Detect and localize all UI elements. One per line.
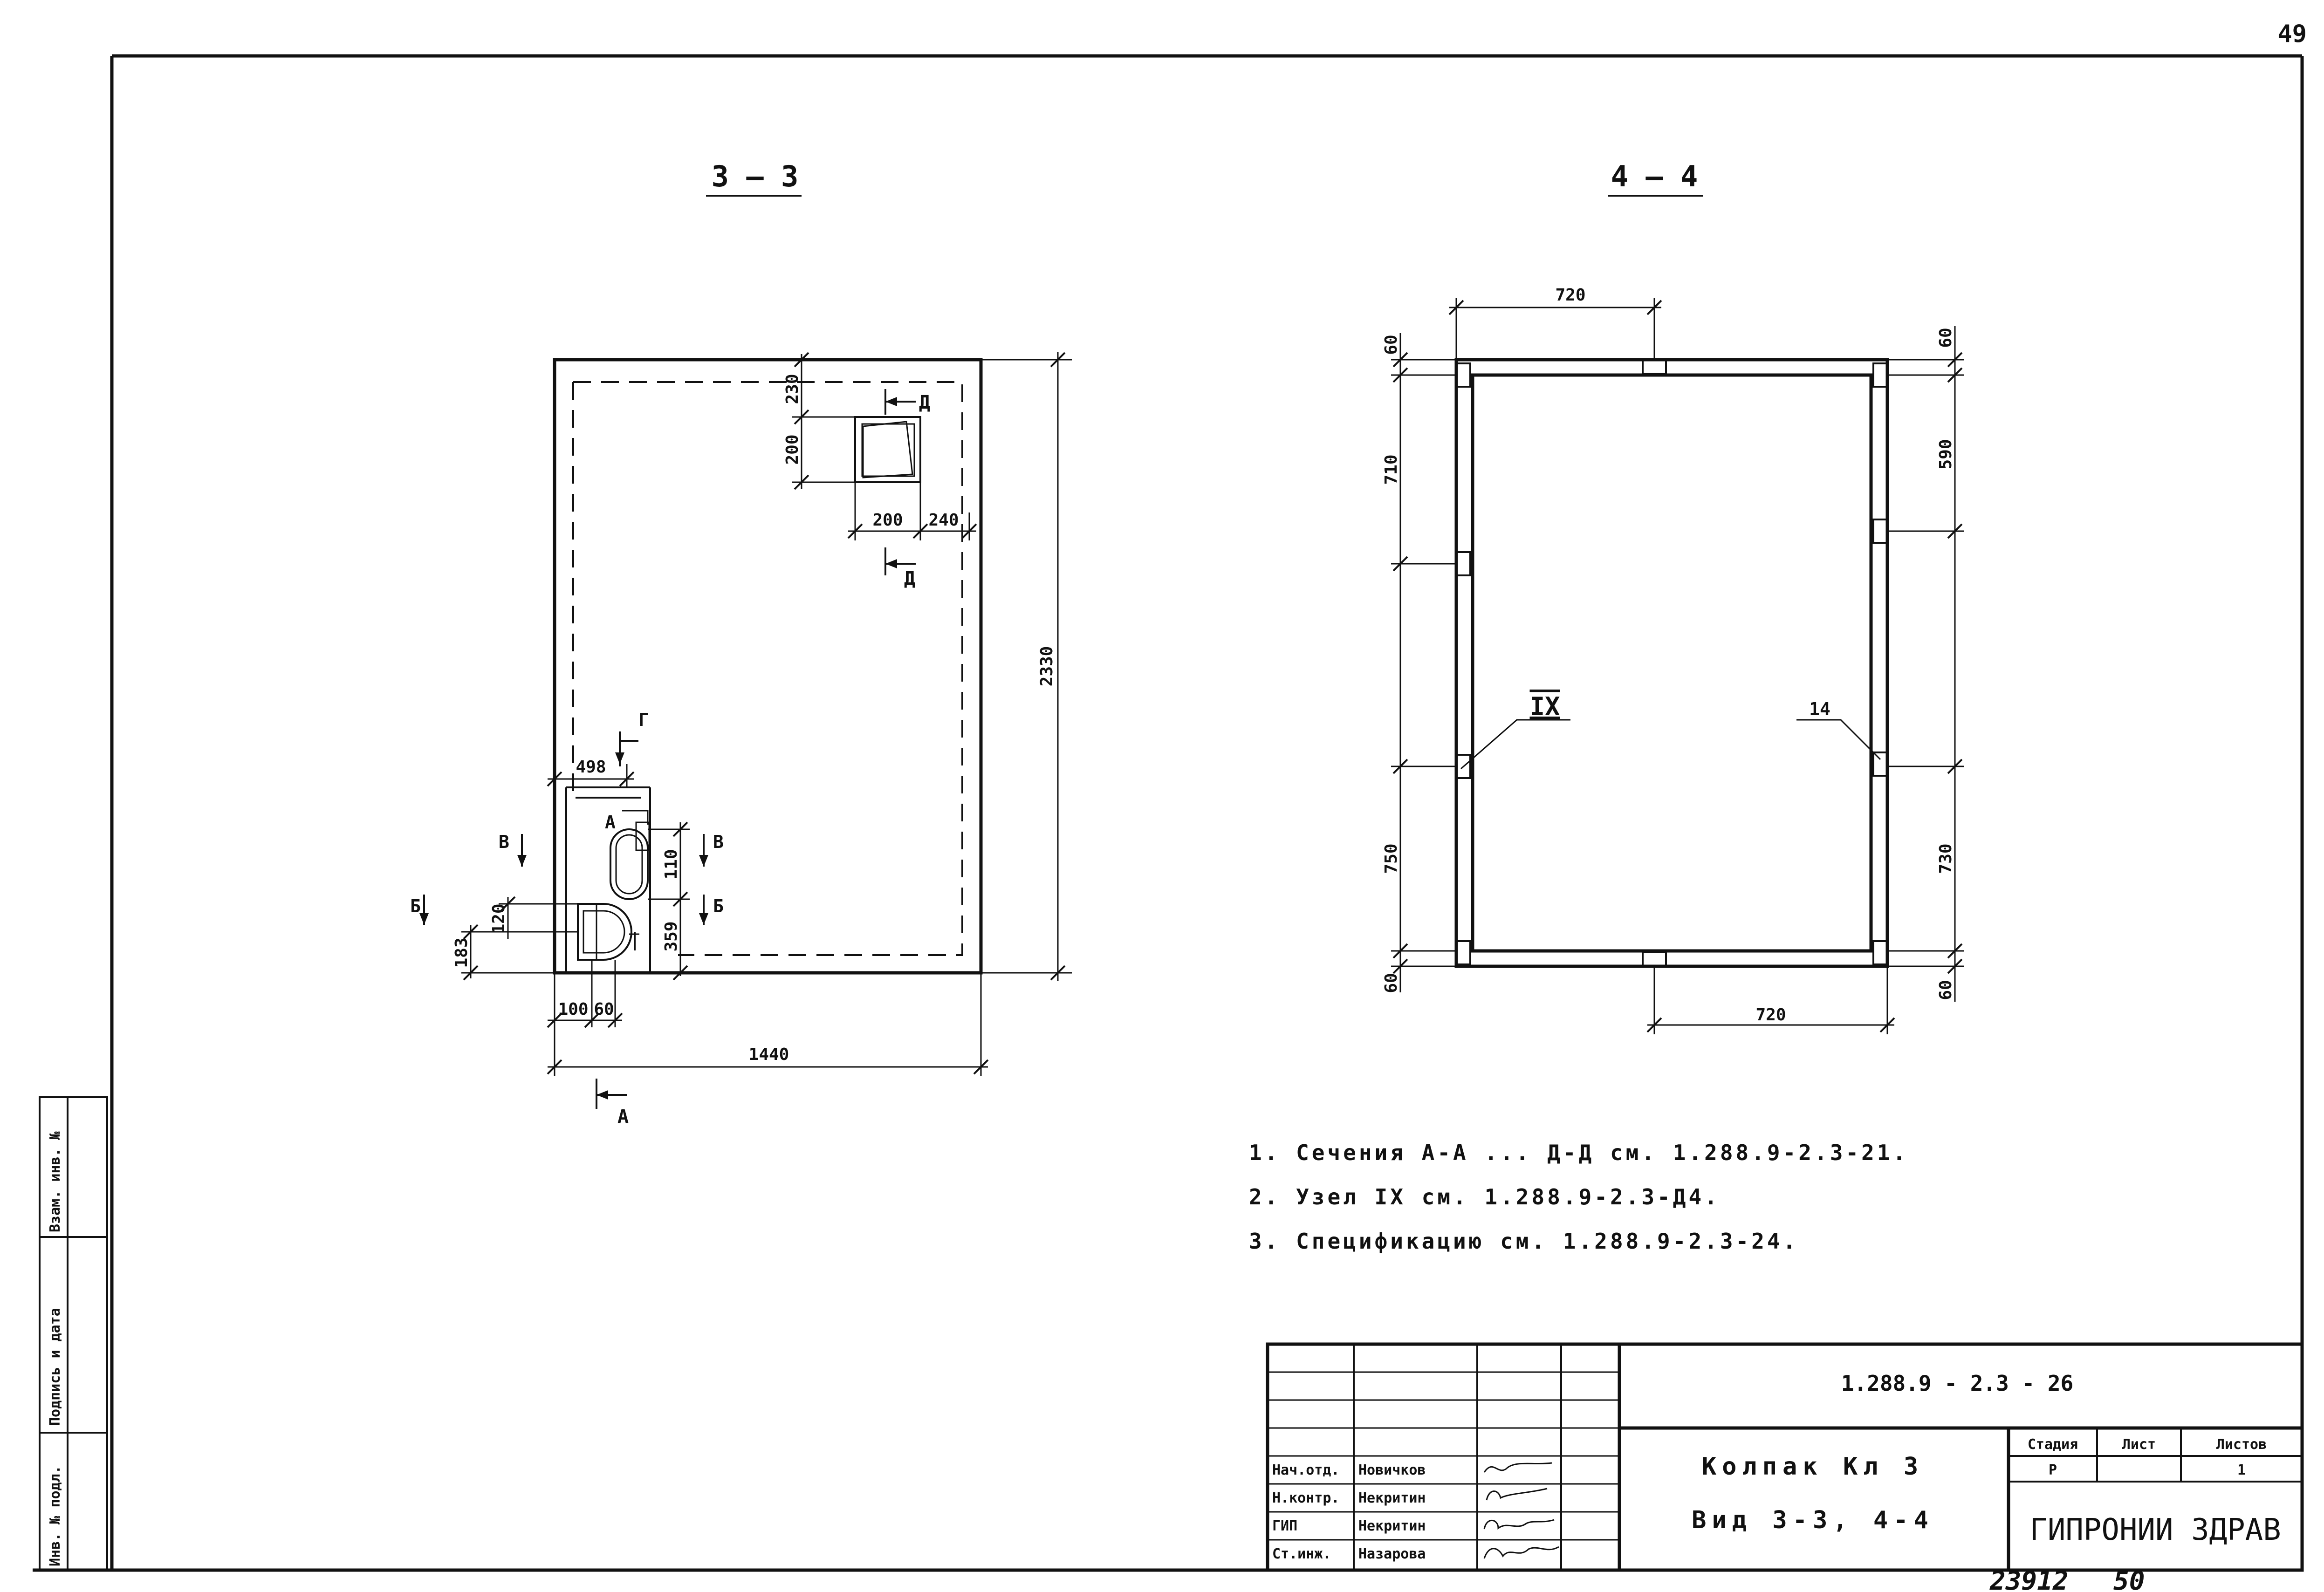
dim-120-label: 120 <box>489 903 508 934</box>
section-a-inner-label: А <box>605 812 616 833</box>
dim-200h-label: 200 <box>872 511 903 530</box>
stage-header: Стадия <box>2028 1436 2078 1453</box>
organization: ГИПРОНИИ ЗДРАВ <box>2029 1513 2281 1547</box>
wall-inner <box>1471 373 1873 953</box>
section-mark-b: Б Б <box>410 895 724 950</box>
view-title: Вид 3-3, 4-4 <box>1692 1506 1934 1534</box>
dim-230-label: 230 <box>783 374 802 404</box>
view-3-3-title: 3 — 3 <box>712 159 799 193</box>
signature-2 <box>1486 1488 1548 1501</box>
side-stamp-inv-orig: Инв. № подл. <box>47 1465 63 1566</box>
dim-right-chain: 60 590 730 60 <box>1887 326 1964 1002</box>
staff-role-4: Ст.инж. <box>1272 1546 1331 1562</box>
dim-60-label: 60 <box>594 1000 614 1019</box>
side-stamp-inv-replace: Взам. инв. № <box>47 1131 63 1232</box>
section-a-bottom-label: А <box>617 1106 629 1127</box>
section-mark-v: В В <box>499 832 724 867</box>
dim-left-750-label: 750 <box>1382 843 1401 874</box>
view-3-3: 3 — 3 <box>410 159 1072 1127</box>
section-mark-a-bottom: А <box>596 1079 629 1127</box>
slab-outline <box>553 358 983 975</box>
dim-left-60-top-label: 60 <box>1382 335 1401 355</box>
note-3: 3. Спецификацию см. 1.288.9-2.3-24. <box>1249 1229 1798 1254</box>
opening-top-right <box>854 416 921 483</box>
dim-110-label: 110 <box>662 849 681 879</box>
staff-role-3: ГИП <box>1272 1518 1297 1534</box>
dim-top-720-label: 720 <box>1555 286 1585 305</box>
dim-2330: 2330 <box>981 352 1072 981</box>
signature-3 <box>1483 1519 1555 1530</box>
dim-359-label: 359 <box>662 921 681 951</box>
dim-100-label: 100 <box>558 1000 588 1019</box>
section-mark-d-top: Д <box>884 389 930 415</box>
section-d-bottom-label: Д <box>904 568 915 589</box>
dim-right-730-label: 730 <box>1936 843 1955 874</box>
staff-role-1: Нач.отд. <box>1272 1462 1340 1478</box>
notes: 1. Сечения А-А ... Д-Д см. 1.288.9-2.3-2… <box>1249 1140 1908 1254</box>
callout-node-ix: IX <box>1460 692 1570 770</box>
section-b-right-label: Б <box>713 896 724 916</box>
callout-item-14-label: 14 <box>1809 699 1830 719</box>
section-mark-d-bottom: Д <box>884 547 916 589</box>
staff-name-1: Новичков <box>1358 1462 1426 1478</box>
callout-item-14: 14 <box>1796 699 1881 760</box>
dim-200-240: 200 240 <box>847 482 977 540</box>
view-4-4-title: 4 — 4 <box>1611 159 1698 193</box>
stage-value: Р <box>2049 1462 2057 1478</box>
signature-1 <box>1483 1462 1552 1473</box>
section-v-right-label: В <box>713 832 724 852</box>
dim-200v-label: 200 <box>783 434 802 465</box>
sheets-header: Листов <box>2216 1436 2267 1453</box>
dim-230-200: 230 200 <box>783 352 855 490</box>
dim-100-60: 100 60 <box>547 960 623 1028</box>
dim-left-chain: 60 710 750 60 <box>1382 333 1456 993</box>
dim-right-60-bot-label: 60 <box>1936 980 1955 1000</box>
inner-dashed-contour <box>573 381 963 956</box>
dim-110-359: 110 359 <box>648 821 690 981</box>
callout-node-ix-label: IX <box>1529 692 1560 721</box>
product-title: Колпак Кл 3 <box>1702 1453 1924 1481</box>
dim-2330-label: 2330 <box>1037 646 1056 687</box>
section-b-left-label: Б <box>410 896 421 916</box>
sheets-value: 1 <box>2237 1462 2246 1478</box>
dim-right-60-top-label: 60 <box>1936 328 1955 348</box>
note-2: 2. Узел IX см. 1.288.9-2.3-Д4. <box>1249 1184 1720 1209</box>
staff-name-2: Некритин <box>1358 1490 1426 1506</box>
dim-top-720: 720 <box>1448 286 1662 360</box>
side-stamp-signature-date: Подпись и дата <box>47 1308 63 1426</box>
dim-240-label: 240 <box>928 511 959 530</box>
section-v-left-label: В <box>499 832 509 852</box>
staff-role-2: Н.контр. <box>1272 1490 1340 1506</box>
dim-183-label: 183 <box>452 937 471 968</box>
side-stamp: Взам. инв. № Подпись и дата Инв. № подл. <box>39 1096 108 1571</box>
section-mark-g: Г <box>615 710 649 766</box>
view-4-4: 4 — 4 720 <box>1382 159 1964 1034</box>
section-d-top-label: Д <box>919 392 930 413</box>
note-1: 1. Сечения А-А ... Д-Д см. 1.288.9-2.3-2… <box>1249 1140 1908 1165</box>
dim-498: 498 <box>547 758 635 787</box>
embedded-inserts <box>1455 359 1888 967</box>
signature-4 <box>1483 1546 1559 1559</box>
dim-bottom-720-label: 720 <box>1755 1005 1786 1025</box>
dim-left-60-bot-label: 60 <box>1382 973 1401 993</box>
title-block: 1.288.9 - 2.3 - 26 Колпак Кл 3 Вид 3-3, … <box>1266 1342 2304 1572</box>
staff-name-3: Некритин <box>1358 1518 1426 1534</box>
dim-120-183: 120 183 <box>452 896 578 981</box>
archive-number: 23912 50 <box>1989 1566 2145 1592</box>
dim-left-710-label: 710 <box>1382 454 1401 485</box>
archive-number-suffix: 50 <box>2113 1566 2145 1592</box>
dim-1440: 1440 <box>547 973 989 1076</box>
dim-bottom-720: 720 <box>1646 966 1895 1034</box>
staff-name-4: Назарова <box>1358 1546 1426 1562</box>
archive-number-main: 23912 <box>1989 1566 2069 1592</box>
sheet-header: Лист <box>2122 1436 2156 1453</box>
section-g-label: Г <box>638 710 649 730</box>
dim-498-label: 498 <box>576 758 606 777</box>
document-code: 1.288.9 - 2.3 - 26 <box>1841 1371 2074 1396</box>
page-number: 49 <box>2277 20 2307 48</box>
wall-outer <box>1454 358 1889 968</box>
dim-right-590-label: 590 <box>1936 439 1955 469</box>
dim-1440-label: 1440 <box>749 1045 789 1064</box>
